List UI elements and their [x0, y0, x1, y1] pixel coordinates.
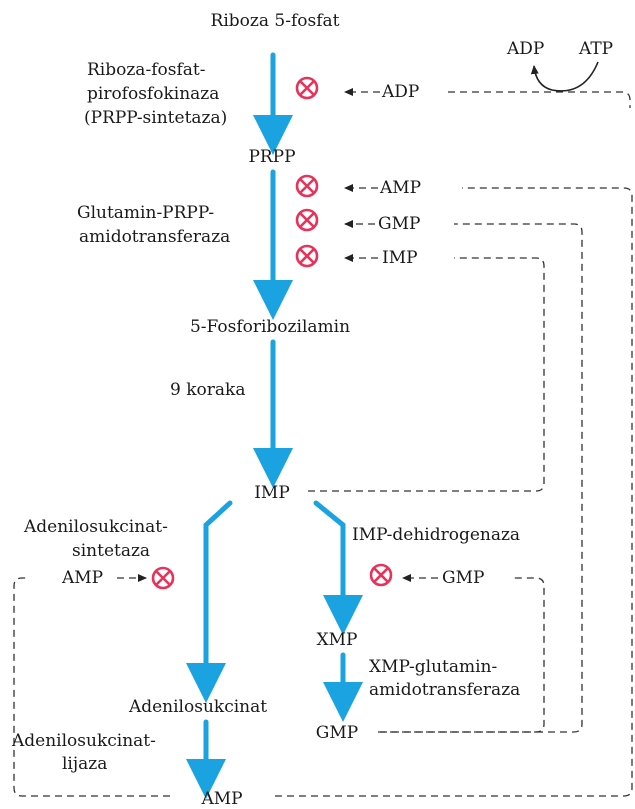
enzyme-xmp-gat-line2: amidotransferaza [369, 680, 520, 700]
metabolite-imp: IMP [254, 483, 290, 503]
inhibition-icon [295, 208, 319, 232]
feedback-loop-gmp-local [378, 577, 545, 733]
feedback-loop-amp-local [13, 577, 170, 797]
regulator-amp-local: AMP [61, 568, 103, 588]
regulator-imp: IMP [382, 248, 418, 268]
feedback-loop-adp [448, 91, 631, 108]
inhibition-icon [295, 76, 319, 100]
enzyme-adenylosuccinate-synthetase-line2: sintetaza [72, 541, 150, 561]
metabolite-amp: AMP [200, 789, 242, 809]
enzyme-adenylosuccinate-lyase-line2: lijaza [62, 754, 107, 774]
enzyme-xmp-gat-line1: XMP-glutamin- [369, 657, 497, 677]
enzyme-prpp-synthetase-line1: Riboza-fosfat- [87, 60, 205, 80]
feedback-loop-amp [275, 187, 633, 797]
cofactor-adp: ADP [506, 39, 544, 59]
feedback-loop-imp [308, 257, 545, 492]
inhibition-icon [295, 174, 319, 198]
metabolite-prpp: PRPP [248, 147, 295, 167]
regulator-adp: ADP [381, 82, 419, 102]
feedback-loop-gmp [380, 223, 583, 733]
enzyme-prpp-synthetase-line3: (PRPP-sintetaza) [84, 108, 227, 128]
regulator-gmp: GMP [378, 214, 420, 234]
metabolite-gmp: GMP [316, 723, 358, 743]
metabolite-adenilosukcinat: Adenilosukcinat [128, 697, 267, 717]
cofactor-atp: ATP [578, 39, 613, 59]
metabolite-ribose-5-phosphate: Riboza 5-fosfat [211, 11, 340, 31]
flow-arrow-imp-to-xmp [313, 500, 363, 635]
inhibition-icon [295, 244, 319, 268]
adp-atp-curved-arrow [530, 61, 599, 92]
label-9-steps: 9 koraka [170, 380, 245, 400]
regulator-gmp-local: GMP [442, 568, 484, 588]
regulator-amp: AMP [379, 178, 421, 198]
enzyme-imp-dehydrogenase: IMP-dehidrogenaza [352, 525, 520, 545]
enzyme-amidotransferase-line2: amidotransferaza [79, 227, 230, 247]
enzyme-adenylosuccinate-lyase-line1: Adenilosukcinat- [11, 731, 156, 751]
enzyme-amidotransferase-line1: Glutamin-PRPP- [77, 203, 214, 223]
enzyme-adenylosuccinate-synthetase-line1: Adenilosukcinat- [23, 517, 168, 537]
inhibition-icon [369, 563, 393, 587]
inhibition-icon [151, 566, 175, 590]
flow-arrow-imp-to-adenilosukcinat [186, 500, 233, 703]
metabolite-5-phosphoribosylamine: 5-Fosforibozilamin [190, 317, 350, 337]
metabolite-xmp: XMP [317, 630, 358, 650]
enzyme-prpp-synthetase-line2: pirofosfokinaza [87, 84, 219, 104]
